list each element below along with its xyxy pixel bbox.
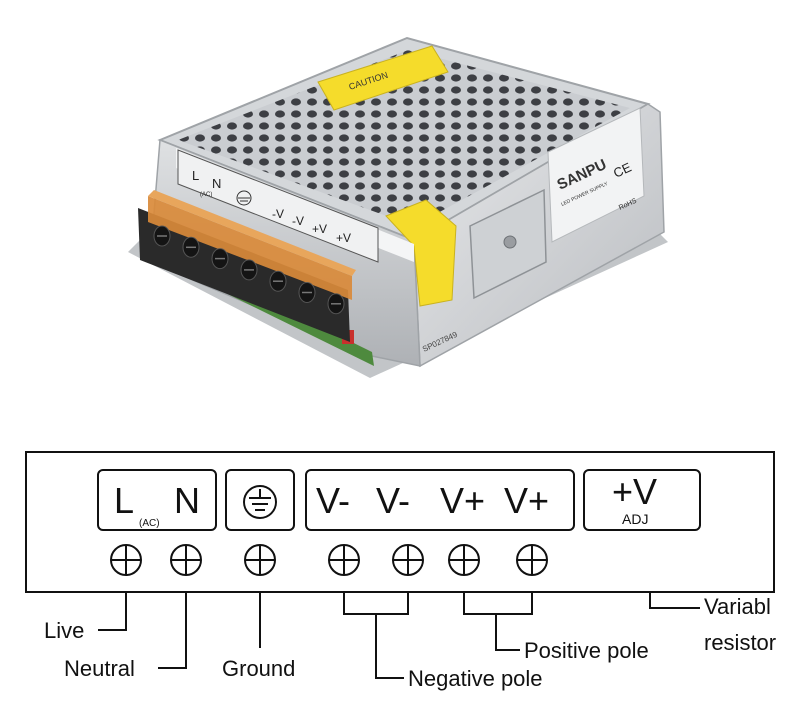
ground-group-box [225, 469, 295, 531]
photo-dc-labels: -V -V +V +V [272, 207, 351, 245]
ce-mark: CE [611, 159, 634, 180]
terminal-block [138, 190, 356, 342]
negative-callout-label: Negative pole [408, 666, 543, 691]
live-callout-label: Live [44, 618, 84, 643]
adj-group-box [583, 469, 701, 531]
live-terminal-label: L [114, 480, 134, 521]
adj-main-label: +V [612, 471, 657, 512]
screw-terminal-icon-positive-1 [448, 544, 480, 576]
screw-terminal-icon-negative-2 [392, 544, 424, 576]
ground-callout-label: Ground [222, 656, 295, 681]
ac-group-box [97, 469, 217, 531]
screw-terminal-icon-negative-1 [328, 544, 360, 576]
ground-symbol-icon [243, 485, 277, 519]
negative-callout-line [375, 614, 404, 679]
vent-holes [178, 50, 630, 226]
screw-terminal-icon-positive-2 [516, 544, 548, 576]
photo-screw-4 [240, 259, 258, 281]
photo-screw-3 [211, 248, 229, 270]
variable-callout-label-2: resistor [704, 630, 776, 655]
screw-terminal-icon-ground [244, 544, 276, 576]
dc-terminal-label-4: V+ [504, 480, 549, 521]
photo-screw-1 [153, 225, 171, 247]
neutral-terminal-label: N [174, 480, 200, 521]
variable-callout-label-1: Variabl [704, 594, 771, 619]
photo-dc-0: -V [272, 207, 284, 221]
caution-sticker: CAUTION [317, 45, 449, 111]
positive-bracket [463, 592, 533, 615]
dc-terminal-label-3: V+ [440, 480, 485, 521]
dc-terminal-label-2: V- [376, 480, 410, 521]
front-label-box [177, 149, 379, 263]
wiring-diagram: L N (AC) V- V- V+ V+ +V ADJ Live Neutral… [25, 451, 776, 691]
power-supply-photo: SANPU LED POWER SUPPLY CE RoHS CAUTION L… [128, 36, 668, 378]
photo-screw-7 [327, 293, 345, 315]
dc-group-box [305, 469, 575, 531]
photo-n-label: N [212, 176, 221, 191]
dc-terminal-label-1: V- [316, 480, 350, 521]
photo-screw-6 [298, 282, 316, 303]
positive-callout-label: Positive pole [524, 638, 649, 663]
live-callout-line [98, 592, 127, 631]
ac-label: (AC) [139, 518, 160, 529]
callout-lines [98, 592, 700, 679]
neutral-callout-line [158, 592, 187, 669]
negative-bracket [343, 592, 409, 615]
photo-ac-label: (AC) [200, 192, 212, 198]
photo-dc-1: -V [292, 214, 304, 228]
mounting-screw [503, 235, 517, 249]
photo-l-label: L [192, 168, 199, 183]
screw-terminal-icon-neutral [170, 544, 202, 576]
photo-screw-2 [182, 236, 200, 258]
adj-sub-label: ADJ [622, 511, 648, 527]
screw-terminal-icon-live [110, 544, 142, 576]
photo-screw-5 [269, 270, 287, 292]
side-label: SANPU LED POWER SUPPLY CE RoHS [547, 107, 645, 243]
variable-callout-line [649, 592, 700, 609]
neutral-callout-label: Neutral [64, 656, 135, 681]
screw-terminals [110, 544, 548, 576]
photo-dc-3: +V [336, 231, 351, 245]
photo-ground-icon [236, 190, 252, 206]
photo-dc-2: +V [312, 222, 327, 236]
positive-callout-line [495, 614, 520, 651]
